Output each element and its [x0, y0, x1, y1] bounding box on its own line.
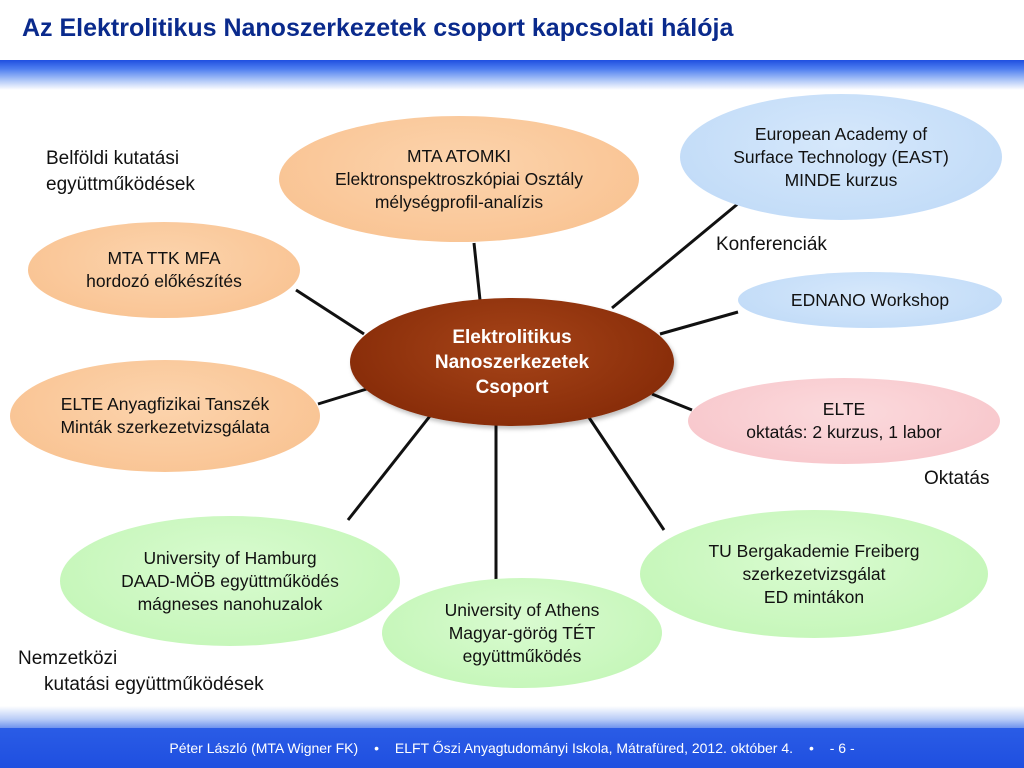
node-east-line-3: MINDE kurzus — [784, 169, 898, 190]
edge-east — [611, 200, 741, 310]
node-ednano: EDNANO Workshop — [738, 272, 1002, 328]
hub-line-1: Elektrolitikus — [452, 326, 572, 348]
node-atomki-line-2: Elektronspektroszkópiai Osztály — [334, 168, 584, 189]
node-freiberg-line-2: szerkezetvizsgálat — [742, 563, 886, 584]
group-label-international-line-2: kutatási együttműködések — [44, 674, 264, 695]
node-freiberg-line-3: ED mintákon — [763, 586, 865, 607]
group-label-domestic-line-2: együttműködések — [46, 174, 195, 195]
node-elte-anyag-line-2: Minták szerkezetvizsgálata — [60, 417, 270, 437]
slide-title: Az Elektrolitikus Nanoszerkezetek csopor… — [22, 14, 734, 42]
node-freiberg: TU Bergakademie Freiberg szerkezetvizsgá… — [640, 510, 988, 638]
group-label-education: Oktatás — [924, 466, 989, 492]
node-atomki-line-1: MTA ATOMKI — [406, 145, 512, 166]
node-hamburg-line-2: DAAD-MÖB együttműködés — [121, 570, 339, 591]
node-elte-oktatas-line-2: oktatás: 2 kurzus, 1 labor — [746, 422, 942, 442]
footer-separator-2: • — [808, 740, 814, 756]
footer-separator-1: • — [374, 740, 379, 756]
edge-ednano — [659, 310, 739, 336]
node-athens: University of Athens Magyar-görög TÉT eg… — [382, 578, 662, 688]
footer-event: ELFT Őszi Anyagtudományi Iskola, Mátrafü… — [394, 740, 794, 756]
hub-line-2: Nanoszerkezetek — [434, 351, 590, 373]
node-elte-oktatas-line-1: ELTE — [822, 399, 866, 419]
node-east: European Academy of Surface Technology (… — [680, 94, 1002, 220]
footer-bar — [0, 728, 1024, 768]
edge-hamburg — [346, 415, 432, 521]
node-hamburg-line-3: mágneses nanohuzalok — [137, 593, 323, 614]
node-ttk-line-2: hordozó előkészítés — [86, 271, 242, 291]
node-athens-line-1: University of Athens — [444, 599, 600, 620]
node-athens-line-3: együttműködés — [462, 645, 582, 666]
hub-node: Elektrolitikus Nanoszerkezetek Csoport — [350, 298, 674, 426]
edge-elte-oktatas — [651, 392, 693, 412]
node-freiberg-line-1: TU Bergakademie Freiberg — [708, 540, 920, 561]
footer-page-number: - 6 - — [829, 740, 855, 756]
edge-ttk — [295, 288, 365, 336]
title-bar: Az Elektrolitikus Nanoszerkezetek csopor… — [0, 0, 1024, 62]
node-elte-oktatas: ELTE oktatás: 2 kurzus, 1 labor — [688, 378, 1000, 464]
hub-line-3: Csoport — [475, 376, 549, 398]
group-label-international: Nemzetközi kutatási együttműködések — [18, 646, 264, 698]
edge-elte-anyag — [317, 386, 371, 406]
group-label-domestic-line-1: Belföldi kutatási — [46, 148, 180, 169]
node-ttk: MTA TTK MFA hordozó előkészítés — [28, 222, 300, 318]
node-hamburg-line-1: University of Hamburg — [143, 547, 317, 568]
node-east-line-1: European Academy of — [754, 123, 928, 144]
node-atomki: MTA ATOMKI Elektronspektroszkópiai Osztá… — [279, 116, 639, 242]
group-label-domestic: Belföldi kutatási együttműködések — [46, 146, 195, 198]
node-athens-line-2: Magyar-görög TÉT — [448, 622, 596, 643]
footer-gradient-band — [0, 706, 1024, 728]
node-ednano-line-1: EDNANO Workshop — [790, 289, 950, 310]
group-label-international-line-1: Nemzetközi — [18, 648, 118, 669]
group-label-conferences: Konferenciák — [716, 232, 827, 258]
edge-atomki — [472, 242, 482, 301]
footer-author: Péter László (MTA Wigner FK) — [169, 740, 359, 756]
node-elte-anyag: ELTE Anyagfizikai Tanszék Minták szerkez… — [10, 360, 320, 472]
node-elte-anyag-line-1: ELTE Anyagfizikai Tanszék — [60, 394, 270, 414]
node-hamburg: University of Hamburg DAAD-MÖB együttműk… — [60, 516, 400, 646]
node-ttk-line-1: MTA TTK MFA — [107, 248, 221, 268]
node-atomki-line-3: mélységprofil-analízis — [374, 191, 544, 212]
group-label-education-line-1: Oktatás — [924, 468, 990, 489]
edge-freiberg — [586, 415, 666, 531]
title-gradient-band — [0, 60, 1024, 90]
group-label-conferences-line-1: Konferenciák — [716, 234, 827, 255]
footer-text: Péter László (MTA Wigner FK) • ELFT Őszi… — [0, 740, 1024, 756]
node-east-line-2: Surface Technology (EAST) — [733, 146, 949, 167]
